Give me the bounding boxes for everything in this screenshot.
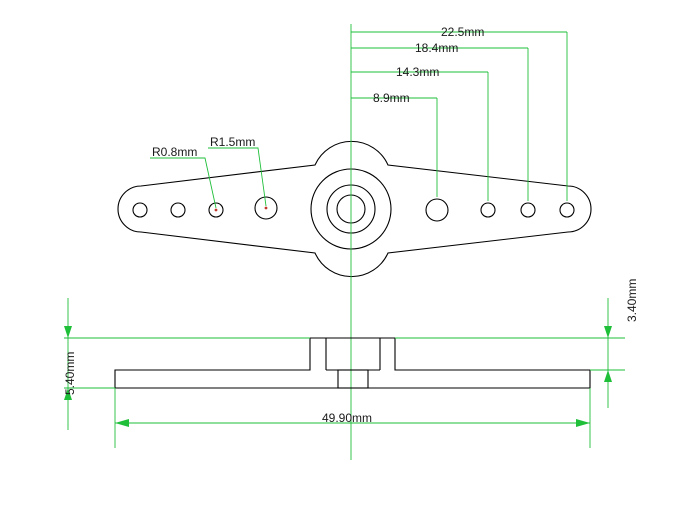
- arm-outline: [117, 140, 592, 278]
- label-5-40mm: 5.40mm: [63, 352, 77, 395]
- side-dimensions: 5.40mm 3.40mm 49.90mm: [63, 279, 639, 448]
- hole-center-mark: [214, 208, 218, 212]
- hole-left-2: [208, 202, 224, 218]
- hole-left-1-large: [254, 196, 278, 220]
- leader-r1-5: [208, 147, 267, 207]
- leader-r0-8: [150, 157, 217, 209]
- label-3-40mm: 3.40mm: [625, 279, 639, 322]
- top-dimensions: 22.5mm 18.4mm 14.3mm 8.9mm R0.8mm R1.5mm: [150, 24, 568, 460]
- label-18-4mm: 18.4mm: [415, 41, 458, 55]
- label-22-5mm: 22.5mm: [441, 25, 484, 39]
- label-14-3mm: 14.3mm: [396, 65, 439, 79]
- hole-right-3: [520, 202, 536, 218]
- hole-right-2: [480, 202, 496, 218]
- side-profile: [114, 337, 591, 389]
- label-r1-5mm: R1.5mm: [210, 135, 255, 149]
- hole-right-1-large: [425, 198, 449, 222]
- arm-side-view: [114, 337, 591, 389]
- label-49-90mm: 49.90mm: [322, 411, 372, 425]
- hole-center-mark: [264, 206, 268, 210]
- hole-left-3: [170, 202, 186, 218]
- label-r0-8mm: R0.8mm: [152, 145, 197, 159]
- label-8-9mm: 8.9mm: [373, 91, 410, 105]
- hole-right-4: [559, 202, 575, 218]
- hub-bore-side: [337, 369, 369, 389]
- hole-left-4: [132, 202, 148, 218]
- arm-top-view: [117, 140, 592, 278]
